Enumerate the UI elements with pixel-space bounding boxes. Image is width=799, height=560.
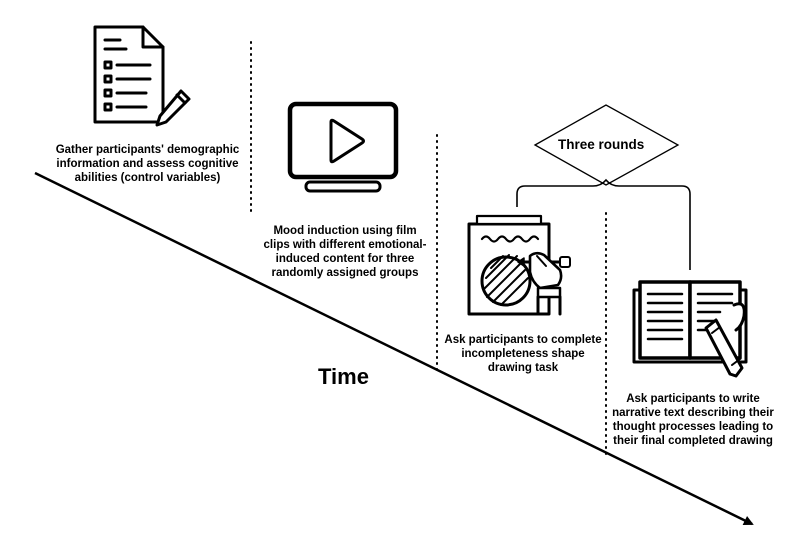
step-4-caption: Ask participants to write narrative text… — [612, 393, 774, 447]
step-2-caption: Mood induction using film clips with dif… — [263, 225, 427, 279]
step-1-caption: Gather participants' demographic informa… — [55, 144, 240, 184]
time-axis-label: Time — [318, 364, 369, 389]
rounds-diamond — [533, 104, 680, 186]
rounds-brace — [516, 178, 691, 270]
three-rounds-label: Three rounds — [558, 137, 645, 152]
step-3-caption: Ask participants to complete incompleten… — [444, 334, 602, 374]
phase-separators — [250, 41, 607, 456]
document-checklist-icon — [93, 25, 191, 127]
open-book-pen-icon — [632, 280, 748, 378]
video-monitor-icon — [287, 101, 399, 193]
hand-drawing-icon — [467, 214, 571, 316]
time-arrow — [34, 171, 754, 526]
